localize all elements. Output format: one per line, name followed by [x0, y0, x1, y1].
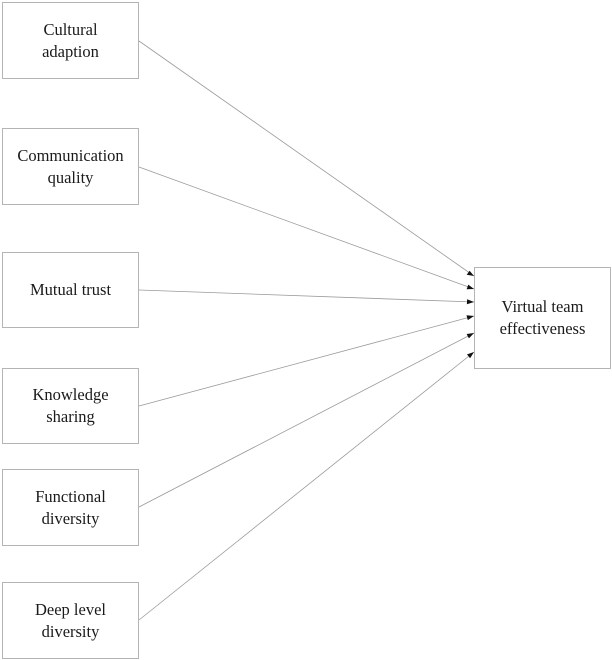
- node-label: Deep level diversity: [34, 599, 106, 641]
- node-label: Cultural adaption: [42, 19, 99, 61]
- arrow-cultural-adaption-to-effectiveness: [138, 40, 475, 277]
- node-knowledge-sharing: Knowledge sharing: [2, 368, 139, 444]
- node-communication-quality: Communication quality: [2, 128, 139, 205]
- node-label: Knowledge sharing: [32, 385, 109, 426]
- node-label: Communication quality: [17, 145, 124, 187]
- arrow-functional-diversity-to-effectiveness: [138, 332, 475, 508]
- arrow-communication-quality-to-effectiveness: [138, 166, 475, 290]
- node-label: Virtual team effectiveness: [499, 297, 586, 338]
- node-label: Functional diversity: [35, 486, 106, 528]
- node-cultural-adaption: Cultural adaption: [2, 2, 139, 79]
- arrow-knowledge-sharing-to-effectiveness: [138, 315, 475, 407]
- node-functional-diversity: Functional diversity: [2, 469, 139, 546]
- arrow-mutual-trust-to-effectiveness: [138, 289, 475, 305]
- node-deep-level-diversity: Deep level diversity: [2, 582, 139, 659]
- arrow-deep-level-diversity-to-effectiveness: [138, 351, 475, 621]
- node-label: Mutual trust: [29, 280, 112, 299]
- node-mutual-trust: Mutual trust: [2, 252, 139, 328]
- node-virtual-team-effectiveness: Virtual team effectiveness: [474, 267, 611, 369]
